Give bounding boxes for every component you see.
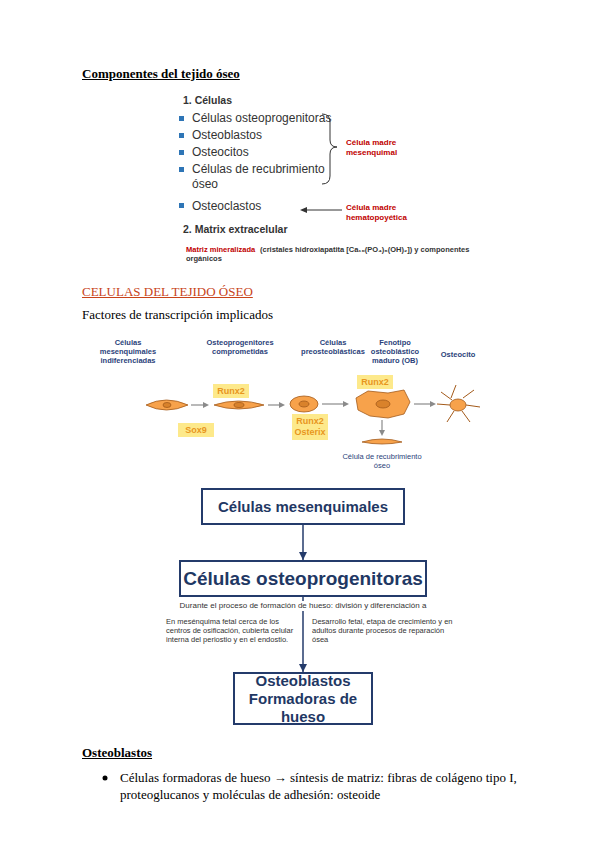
arrow-head <box>430 401 436 407</box>
cell-nucleus <box>163 403 171 408</box>
arrow-head <box>379 430 385 436</box>
stage-label: Fenotipo osteoblástico maduro (OB) <box>362 338 428 365</box>
list-item: Osteocitos <box>192 145 332 160</box>
factor-box: Runx2Osterix <box>292 414 328 440</box>
node-text: Sox9 <box>185 425 207 436</box>
cell-nucleus <box>299 401 309 407</box>
arrow-line <box>304 210 342 211</box>
list-item: Células osteoprogenitoras <box>192 111 332 126</box>
matrix-term: Matriz mineralizada <box>186 245 266 254</box>
arrow-line <box>414 403 430 404</box>
cell-nucleus <box>234 403 244 408</box>
cell-nucleus <box>376 400 390 408</box>
node-text: Formadoras de hueso <box>235 690 371 726</box>
list-item: Osteoclastos <box>192 199 332 214</box>
osteoprogenitor-cell <box>214 401 264 409</box>
stage-label: Célula de recubrimiento óseo <box>340 452 424 470</box>
process-box: Células mesenquimales <box>201 488 405 525</box>
edge-label: Durante el proceso de formación de hueso… <box>153 601 453 611</box>
pointer-arrow <box>300 207 342 213</box>
osteocyte-processes <box>437 385 480 422</box>
section-heading: CELULAS DEL TEJIDO ÓSEO <box>82 284 382 300</box>
node-text: Células mesenquimales <box>218 498 388 516</box>
square-bullet <box>179 167 184 172</box>
arrow-line <box>191 404 204 405</box>
round-bullet <box>103 776 108 781</box>
node-text: Osteoblastos <box>255 672 350 690</box>
stage-label: Células preosteoblásticas <box>298 338 368 356</box>
arrow-line <box>268 404 280 405</box>
timing-note: Desarrollo fetal, etapa de crecimiento y… <box>312 617 462 644</box>
square-bullet <box>179 203 184 208</box>
mesenchymal-cell <box>146 400 188 410</box>
stage-label: Células mesenquimales indiferenciadas <box>93 338 163 365</box>
origin-note: Célula madre hematopoyética <box>346 203 424 223</box>
arrow-line <box>381 420 382 431</box>
arrow-head <box>300 207 307 213</box>
subheading: Factores de transcripción implicados <box>82 307 402 323</box>
factor-box: Sox9 <box>178 423 214 437</box>
origin-note: Célula madre mesenquimal <box>346 138 416 158</box>
location-note: En mesénquima fetal cerca de los centros… <box>166 617 298 644</box>
osteoblast-cell <box>356 390 410 418</box>
square-bullet <box>179 133 184 138</box>
square-bullet <box>179 150 184 155</box>
lining-cell <box>362 439 402 444</box>
flow-arrow <box>302 525 304 560</box>
list-bullets <box>179 116 184 208</box>
factor-box: Runx2 <box>357 375 393 389</box>
arrow-head <box>279 402 285 408</box>
process-box: Células osteoprogenitoras <box>179 560 427 597</box>
section-heading: Osteoblastos <box>82 745 282 761</box>
node-text: Runx2 <box>296 416 324 427</box>
cell-lineage <box>146 385 480 444</box>
preosteoblast-cell <box>290 396 318 412</box>
node-text: Osterix <box>294 427 325 438</box>
matrix-description: (cristales hidroxiapatita [Ca₁₀(PO₄)₆(OH… <box>186 245 486 263</box>
list-item: Osteoblastos <box>192 128 332 143</box>
square-bullet <box>179 116 184 121</box>
stage-label: Osteoprogenitores comprometidas <box>199 338 281 356</box>
node-text: Runx2 <box>217 386 245 397</box>
arrow-head <box>203 402 209 408</box>
node-text: Runx2 <box>361 377 389 388</box>
node-text: Células osteoprogenitoras <box>183 567 423 590</box>
factor-box: Runx2 <box>213 384 249 398</box>
process-box: OsteoblastosFormadoras de hueso <box>233 672 373 725</box>
section-heading: 2. Matrix extracelular <box>183 223 343 236</box>
arrow-line <box>322 403 343 404</box>
stage-label: Osteocito <box>433 350 483 359</box>
osteocyte-cell <box>450 399 466 411</box>
list-item: Células de recubrimiento óseo <box>192 162 352 192</box>
section-heading: 1. Células <box>183 94 303 107</box>
bullet-text: Células formadoras de hueso → síntesis d… <box>120 769 540 803</box>
page-title: Componentes del tejido óseo <box>82 66 240 82</box>
arrow-head <box>343 401 349 407</box>
